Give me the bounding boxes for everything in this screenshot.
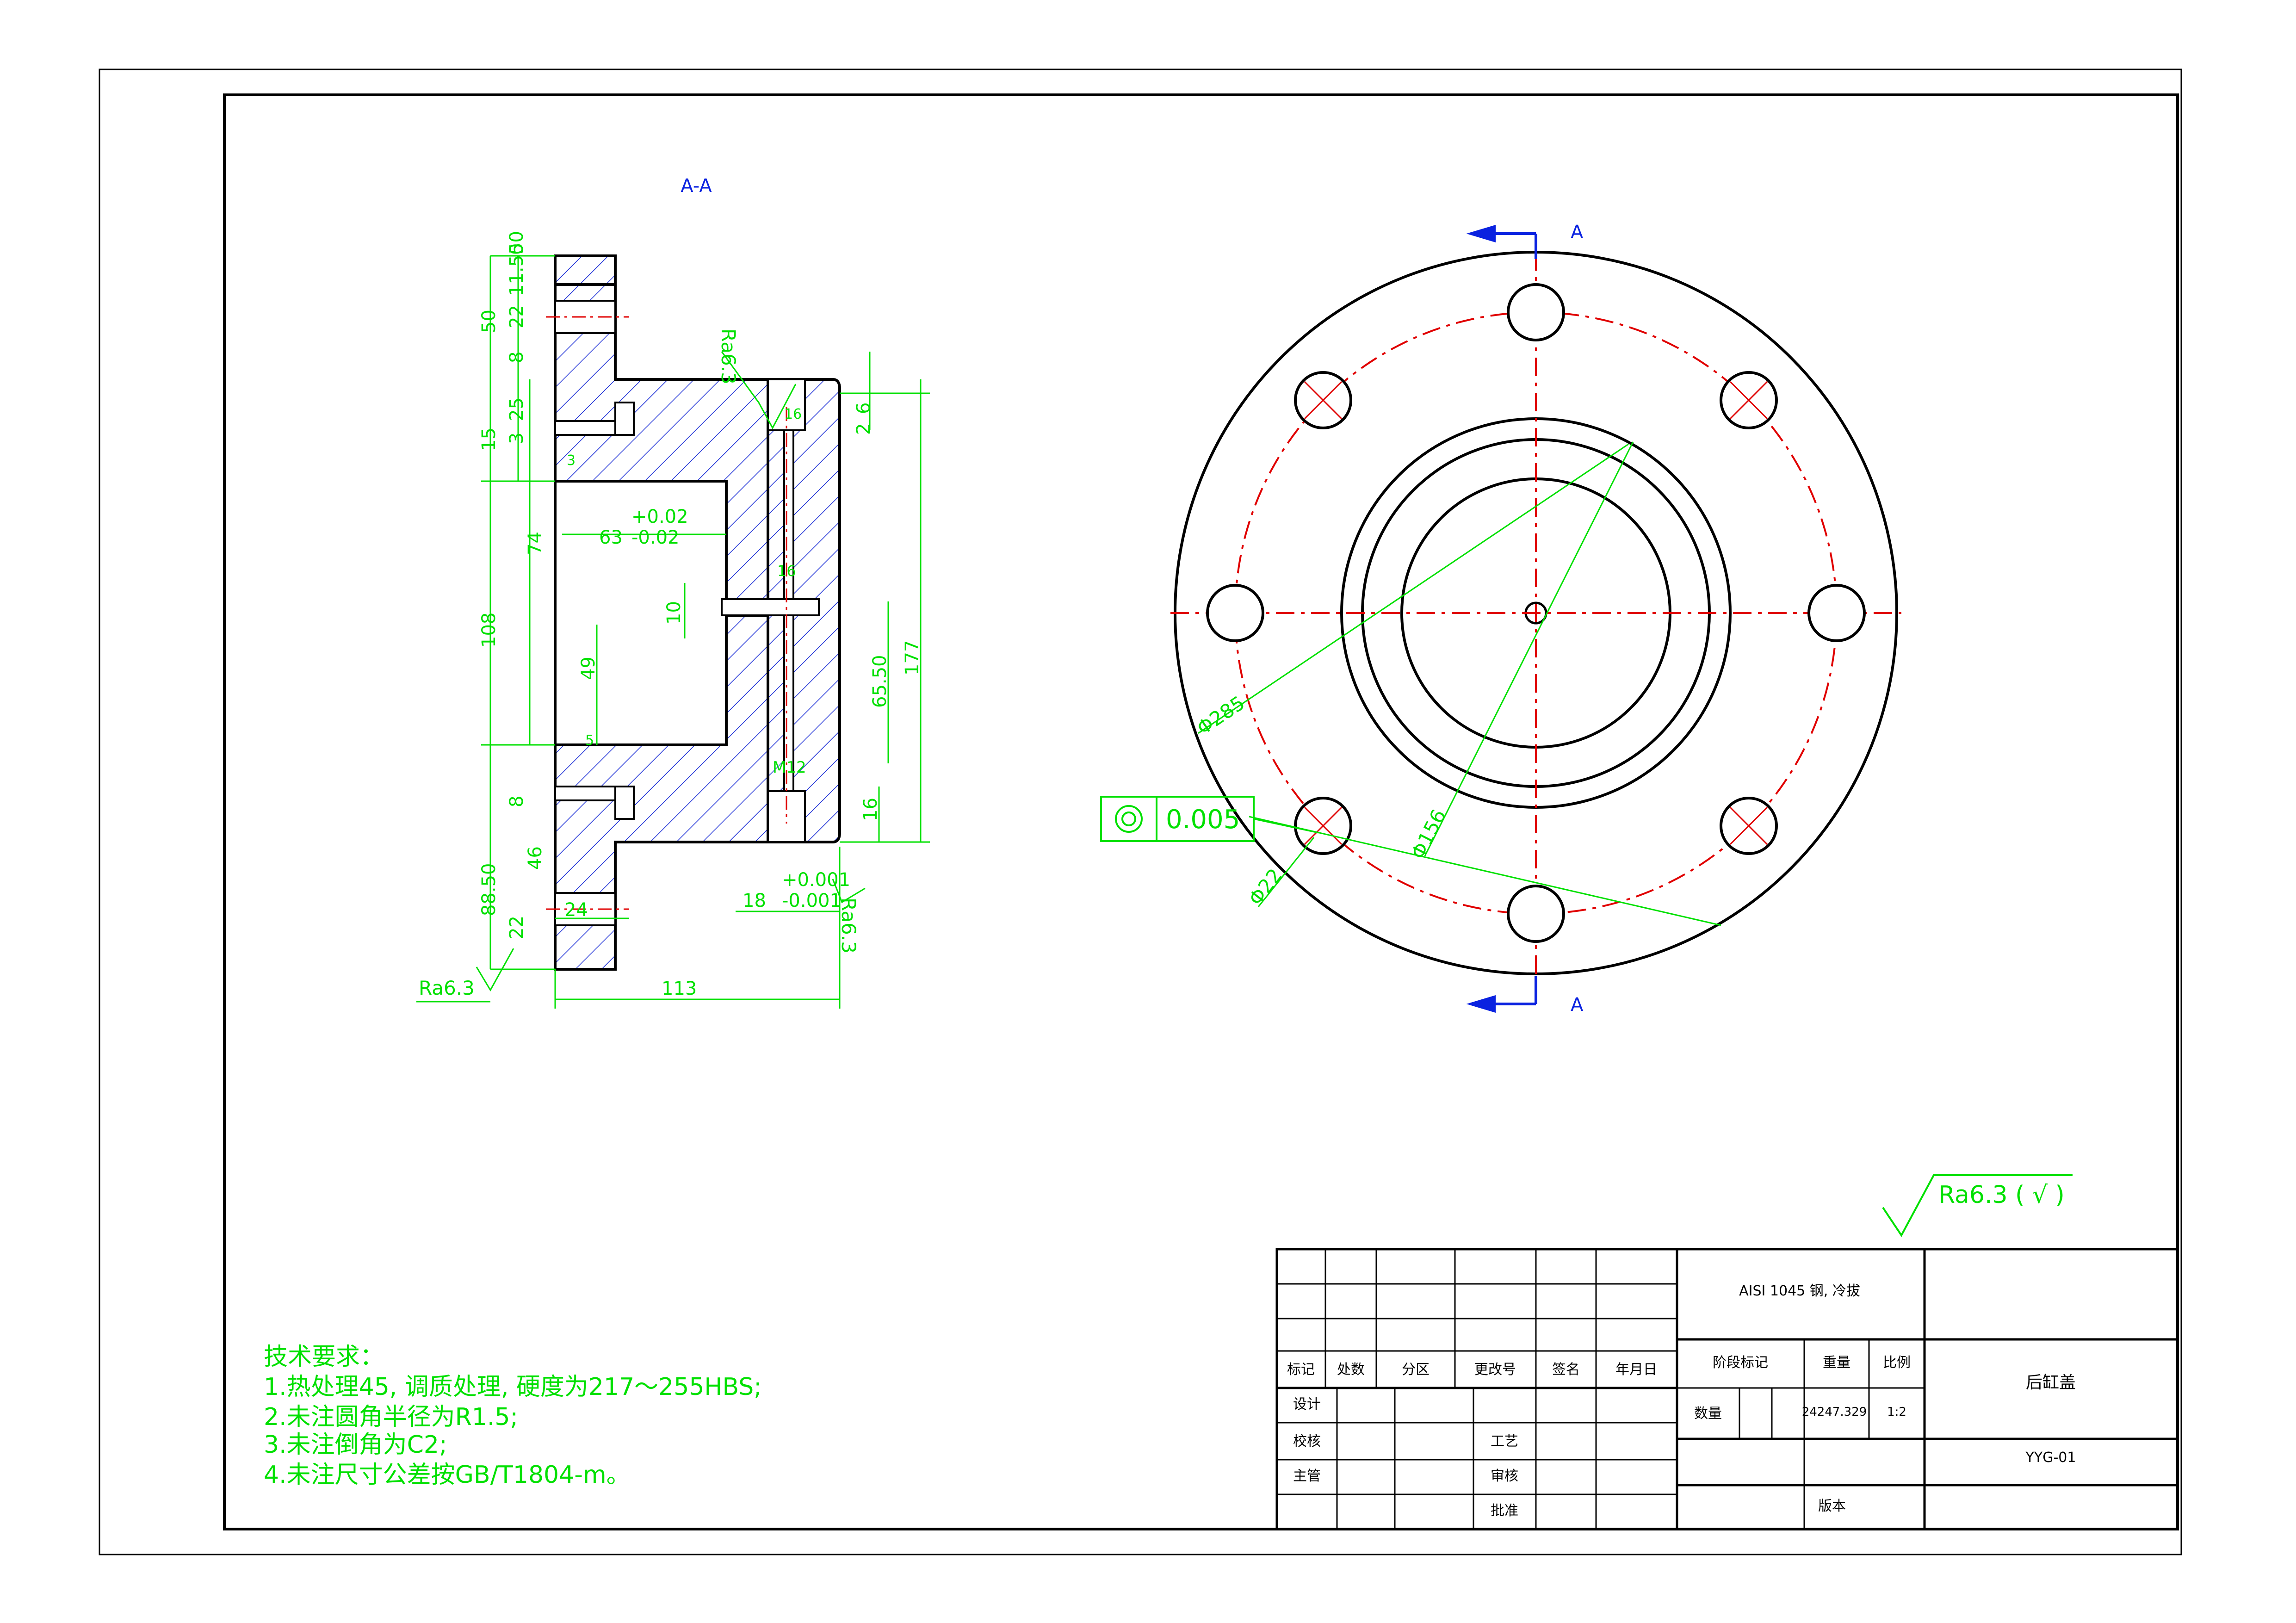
dim-24: 24 — [564, 899, 588, 921]
tb-scale: 比例 — [1883, 1355, 1911, 1371]
dim-18-tol-upper: +0.001 — [782, 869, 850, 891]
outer-border — [99, 68, 2182, 1555]
section-view: A-A — [416, 175, 930, 1009]
dim-3: 3 — [506, 433, 527, 444]
dim-15: 15 — [478, 427, 500, 451]
tb-supervisor: 主管 — [1293, 1468, 1321, 1484]
tb-signature: 签名 — [1552, 1362, 1580, 1378]
tech-requirement-3: 3.未注倒角为C2; — [264, 1431, 447, 1459]
tb-process: 工艺 — [1491, 1433, 1518, 1450]
tb-scale-value: 1:2 — [1887, 1405, 1906, 1419]
tb-check: 校核 — [1293, 1433, 1321, 1450]
tb-version: 版本 — [1818, 1498, 1846, 1514]
dim-2: 2 — [853, 423, 874, 435]
tb-mark: 标记 — [1287, 1362, 1315, 1378]
dim-small-5: 5 — [585, 732, 594, 749]
dim-phi-156: Φ156 — [1406, 805, 1450, 862]
dim-65-50: 65.50 — [869, 655, 891, 708]
general-surface-finish: Ra6.3 ( √ ) — [1882, 1174, 2073, 1237]
dim-25: 25 — [506, 397, 527, 421]
tb-part-name: 后缸盖 — [2026, 1373, 2076, 1392]
title-block — [1275, 1248, 2179, 1530]
upper-pin-head — [614, 402, 635, 436]
tb-drawing-no: YYG-01 — [2025, 1450, 2076, 1466]
dim-46: 46 — [525, 846, 546, 870]
oil-port — [721, 598, 820, 616]
dim-49: 49 — [578, 657, 599, 680]
tech-requirement-4: 4.未注尺寸公差按GB/T1804-m。 — [264, 1461, 631, 1489]
tb-weight: 重量 — [1823, 1355, 1850, 1371]
dim-50-left: 50 — [478, 310, 500, 333]
dim-63-tol-upper: +0.02 — [631, 506, 688, 527]
tb-zone: 分区 — [1402, 1362, 1430, 1378]
tb-weight-value: 24247.329 — [1802, 1405, 1867, 1419]
dim-88-50: 88.50 — [478, 863, 500, 916]
dim-63-tol-lower: -0.02 — [631, 527, 680, 548]
dim-16-small: 16 — [777, 562, 796, 580]
dim-22-lower: 22 — [506, 916, 527, 939]
screw-head-top — [767, 378, 806, 431]
ra-top: Ra6.3 — [717, 328, 740, 384]
section-cut-label-bottom: A — [1571, 994, 1584, 1016]
tech-requirement-1: 1.热处理45, 调质处理, 硬度为217～255HBS; — [264, 1373, 762, 1401]
inner-border — [223, 93, 2179, 1530]
dim-177: 177 — [902, 640, 923, 675]
bolt-hole — [1507, 283, 1565, 341]
dim-22: 22 — [506, 305, 527, 328]
tb-quantity: 数量 — [1694, 1406, 1722, 1422]
tb-review: 审核 — [1491, 1468, 1518, 1484]
tb-design: 设计 — [1293, 1396, 1321, 1412]
dim-small-16: 16 — [784, 406, 802, 422]
plan-view: A A Φ285 Φ156 Φ22 0.005 — [1100, 222, 1901, 1016]
dim-10: 10 — [663, 601, 685, 625]
lower-pin-head — [614, 786, 635, 820]
dim-74: 74 — [525, 532, 546, 555]
dim-63: 63 — [599, 527, 623, 548]
tb-change-no: 更改号 — [1474, 1362, 1516, 1378]
dim-phi-22: Φ22 — [1244, 864, 1287, 910]
tech-requirements-title: 技术要求： — [264, 1343, 384, 1371]
dim-108: 108 — [478, 613, 500, 648]
bolt-hole — [1807, 584, 1866, 642]
dim-18: 18 — [743, 890, 766, 911]
section-flange-upper — [554, 254, 617, 286]
surface-finish-text: Ra6.3 ( √ ) — [1938, 1181, 2065, 1209]
tb-material: AISI 1045 钢, 冷拔 — [1739, 1283, 1860, 1299]
dim-18-tol-lower: -0.001 — [782, 890, 842, 911]
dim-113: 113 — [662, 978, 697, 999]
dim-50-top: 50 — [506, 231, 527, 254]
tolerance-value: 0.005 — [1166, 805, 1240, 835]
central-bore — [554, 480, 728, 746]
bolt-hole — [1507, 885, 1565, 943]
dim-6: 6 — [853, 403, 874, 414]
dim-8: 8 — [506, 352, 527, 363]
tb-count: 处数 — [1337, 1362, 1365, 1378]
ra-right: Ra6.3 — [837, 898, 860, 954]
tb-stage-mark: 阶段标记 — [1713, 1355, 1768, 1371]
dim-m12: M12 — [773, 758, 806, 777]
concentricity-icon — [1115, 805, 1143, 833]
tolerance-frame: 0.005 — [1100, 796, 1319, 842]
dim-small-3: 3 — [567, 452, 576, 469]
bolt-hole — [1206, 584, 1264, 642]
dim-16: 16 — [860, 798, 881, 821]
ra-left: Ra6.3 — [419, 977, 475, 999]
tech-requirements: 技术要求： 1.热处理45, 调质处理, 硬度为217～255HBS; 2.未注… — [264, 1343, 762, 1489]
tb-date: 年月日 — [1615, 1362, 1657, 1378]
section-cut-label-top: A — [1571, 222, 1584, 243]
dim-11-50: 11.50 — [506, 243, 527, 296]
dim-8-lower: 8 — [506, 796, 527, 807]
tech-requirement-2: 2.未注圆角半径为R1.5; — [264, 1403, 518, 1431]
dim-phi-285: Φ285 — [1193, 691, 1249, 739]
section-title: A-A — [681, 175, 712, 197]
tb-approve: 批准 — [1491, 1503, 1518, 1519]
